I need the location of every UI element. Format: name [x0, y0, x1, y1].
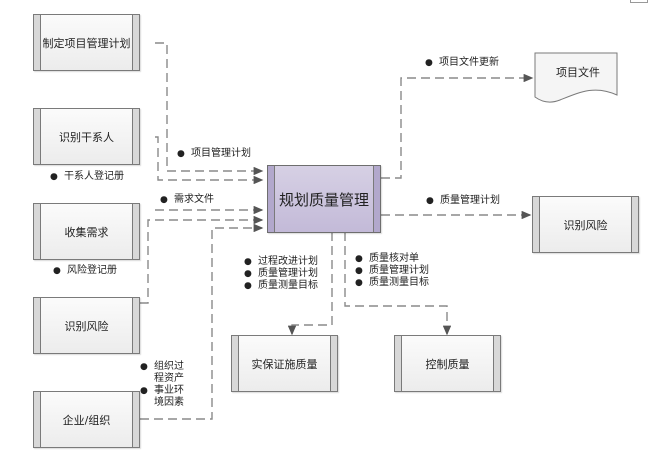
- flow-label-stakeholder-register: ●干系人登记册: [50, 171, 124, 182]
- connector-control: [344, 232, 452, 336]
- flow-label-risk-register: ●风险登记册: [53, 265, 117, 276]
- process-identify-risks-input[interactable]: 识别风险: [33, 297, 140, 354]
- flow-label-assurance-list: ●过程改进计划 ●质量管理计划 ●质量测量目标: [244, 256, 318, 291]
- process-label: 制定项目管理计划: [42, 36, 131, 50]
- connector-doc: [381, 73, 534, 179]
- main-process-plan-quality[interactable]: 规划质量管理: [267, 165, 381, 233]
- process-label: 收集需求: [64, 225, 109, 239]
- process-label: 识别风险: [563, 218, 608, 232]
- process-quality-assurance[interactable]: 实保证施质量: [231, 335, 338, 392]
- process-identify-risks-output[interactable]: 识别风险: [532, 196, 639, 253]
- process-identify-stakeholders[interactable]: 识别干系人: [33, 108, 140, 165]
- flow-label-pm-plan: ●项目管理计划: [177, 148, 251, 159]
- flow-label-control-list: ●质量核对单 ●质量管理计划 ●质量测量目标: [355, 253, 429, 288]
- connector-plan: [155, 42, 264, 176]
- process-label: 识别干系人: [59, 130, 114, 144]
- flow-label-enterprise: ●组织过 程资产 ●事业环 境因素: [140, 361, 184, 408]
- main-process-label: 规划质量管理: [278, 190, 369, 209]
- connector-risk-in: [140, 215, 264, 304]
- connector-stakeholder: [155, 136, 264, 185]
- process-label: 识别风险: [64, 319, 109, 333]
- process-enterprise[interactable]: 企业/组织: [33, 391, 140, 448]
- connector-assurance: [287, 232, 333, 336]
- flow-label-requirements-doc: ●需求文件: [160, 194, 214, 205]
- flow-label-quality-plan: ●质量管理计划: [426, 195, 500, 206]
- connector-enterprise: [140, 223, 264, 420]
- document-label: 项目文件: [556, 66, 600, 79]
- process-label: 实保证施质量: [251, 357, 318, 371]
- document-shape: [534, 52, 618, 103]
- process-control-quality[interactable]: 控制质量: [394, 335, 501, 392]
- flow-label-doc-update: ●项目文件更新: [425, 57, 499, 68]
- process-label: 控制质量: [425, 357, 470, 371]
- process-label: 企业/组织: [62, 413, 111, 427]
- process-develop-pm-plan[interactable]: 制定项目管理计划: [33, 14, 140, 71]
- process-collect-requirements[interactable]: 收集需求: [33, 203, 140, 260]
- scroll-handle[interactable]: [630, 0, 648, 3]
